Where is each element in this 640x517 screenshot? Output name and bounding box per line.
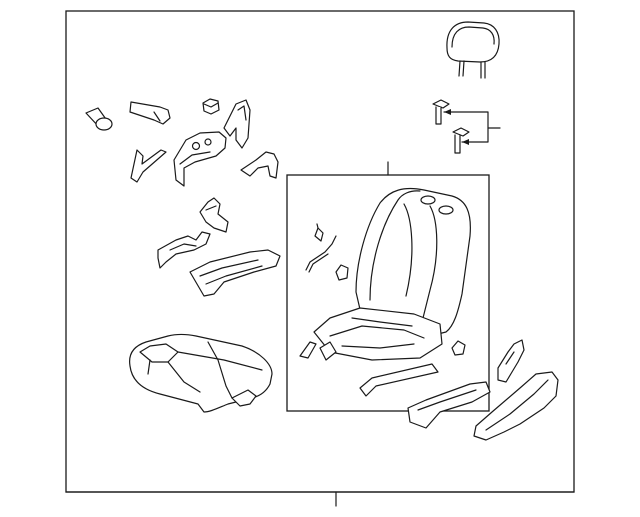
side-shield-inner [189, 249, 281, 297]
seat-cushion [129, 333, 273, 413]
recliner-lever [129, 101, 171, 125]
seatback-assembly [299, 187, 471, 397]
side-shield-upper-right [497, 339, 525, 383]
recliner-cover [173, 131, 227, 187]
headrest-guide-lower [452, 127, 470, 154]
seat-track-cover [407, 381, 491, 429]
headrest [446, 21, 500, 79]
seat-bracket-lower [157, 231, 211, 269]
guide-leader [443, 109, 501, 145]
headrest-guide-upper [432, 99, 450, 125]
clip [314, 223, 324, 242]
wire [305, 235, 337, 273]
knob [85, 107, 113, 131]
seat-bracket-upper [199, 197, 229, 233]
grommet [335, 264, 349, 281]
grommet-right [451, 340, 466, 356]
hinge-bracket [223, 99, 251, 149]
side-bracket-small [130, 149, 167, 183]
side-shield-outer [473, 371, 559, 441]
side-bracket-right [240, 151, 279, 179]
cap [202, 98, 220, 115]
